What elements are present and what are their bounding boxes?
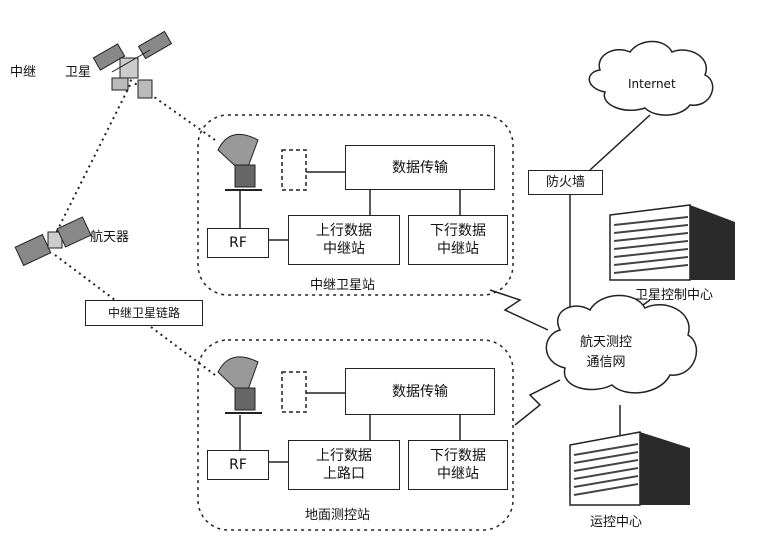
- relay-rf-text: RF: [229, 235, 247, 251]
- ground-storage-icon: [281, 371, 307, 413]
- ground-data-transfer-box: 数据传输: [345, 368, 495, 415]
- spacecraft-label: 航天器: [90, 230, 130, 245]
- relay-downlink-box: 下行数据 中继站: [408, 215, 508, 265]
- relay-rf-box: RF: [207, 228, 269, 258]
- relay-data-transfer-text: 数据传输: [392, 159, 448, 176]
- relay-link-box: 中继卫星链路: [85, 300, 203, 326]
- ground-rf-text: RF: [229, 457, 247, 473]
- relay-station-boundary: [197, 114, 514, 296]
- spacecraft-icon: [14, 216, 92, 267]
- network-label-line2: 通信网: [586, 355, 626, 370]
- relay-dish-icon: [217, 133, 262, 191]
- ground-uplink-line1: 上行数据: [316, 448, 372, 464]
- sat-control-center-label: 卫星控制中心: [635, 288, 714, 303]
- ground-downlink-line2: 中继站: [437, 466, 479, 482]
- ground-data-transfer-text: 数据传输: [392, 383, 448, 400]
- ground-dish-icon: [217, 356, 262, 414]
- relay-link-text: 中继卫星链路: [107, 306, 180, 320]
- relay-satellite-label-right: 卫星: [65, 65, 92, 80]
- relay-station-label: 中继卫星站: [310, 278, 376, 293]
- ground-uplink-line2: 上路口: [323, 466, 365, 482]
- relay-uplink-line2: 中继站: [323, 241, 365, 257]
- firewall-text: 防火墙: [545, 174, 585, 190]
- relay-uplink-box: 上行数据 中继站: [288, 215, 400, 265]
- internet-label: Internet: [628, 77, 676, 91]
- internet-cloud: [588, 40, 714, 116]
- relay-satellite-label-left: 中继: [10, 65, 37, 80]
- relay-data-transfer-box: 数据传输: [345, 145, 495, 190]
- relay-downlink-line2: 中继站: [437, 241, 479, 257]
- satellite-control-center-building: [609, 204, 735, 281]
- ops-center-building: [569, 431, 690, 506]
- relay-downlink-line1: 下行数据: [430, 223, 486, 239]
- relay-storage-icon: [281, 149, 307, 191]
- ops-center-label: 运控中心: [590, 515, 643, 530]
- ground-uplink-box: 上行数据 上路口: [288, 440, 400, 490]
- relay-to-spacecraft-link: [54, 84, 131, 236]
- firewall-box: 防火墙: [528, 170, 603, 195]
- ground-rf-box: RF: [207, 450, 269, 480]
- ground-downlink-box: 下行数据 中继站: [408, 440, 508, 490]
- ground-downlink-line1: 下行数据: [430, 448, 486, 464]
- ground-station-boundary: [197, 339, 514, 531]
- network-cloud: [545, 294, 698, 394]
- network-label: 航天测控 通信网: [580, 333, 632, 373]
- network-label-line1: 航天测控: [580, 335, 633, 350]
- ground-station-label: 地面测控站: [305, 508, 371, 523]
- relay-uplink-line1: 上行数据: [316, 223, 372, 239]
- relay-satellite-icon: [92, 30, 173, 99]
